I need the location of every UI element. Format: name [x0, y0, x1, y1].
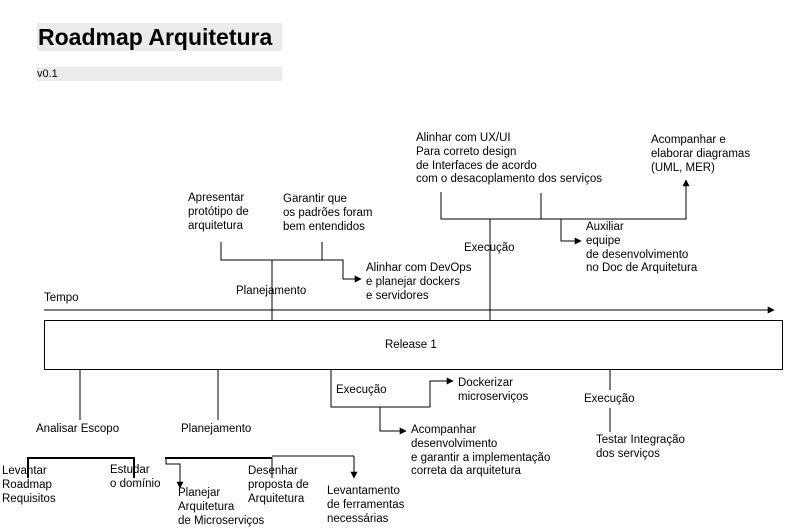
item-testar-integracao: Testar Integração dos serviços — [596, 434, 685, 460]
analisar-escopo-label: Analisar Escopo — [36, 423, 120, 435]
page-title: Roadmap Arquitetura — [38, 24, 273, 50]
upper-planejamento-bracket — [220, 242, 323, 261]
item-alinhar-devops: Alinhar com DevOps e planejar dockers e … — [366, 262, 472, 302]
item-acompanhar-diagramas: Acompanhar e elaborar diagramas (UML, ME… — [651, 134, 751, 174]
lower-execucao1-stem — [330, 370, 454, 408]
upper-execucao-label: Execução — [464, 242, 515, 254]
item-acompanhar-desenvolvimento: Acompanhar desenvolvimento e garantir a … — [411, 424, 551, 478]
version-label: v0.1 — [37, 68, 58, 80]
lower-execucao1-label: Execução — [336, 384, 387, 396]
item-levantamento-ferramentas: Levantamento de ferramentas necessárias — [327, 485, 405, 525]
item-garantir-padroes: Garantir que os padrões foram bem entend… — [283, 193, 373, 233]
title-background — [37, 23, 282, 51]
item-alinhar-ux: Alinhar com UX/UI Para correto design de… — [416, 132, 603, 186]
tempo-label: Tempo — [44, 292, 79, 304]
release-box — [44, 320, 783, 370]
item-levantar-requisitos: Levantar Roadmap Requisitos — [2, 465, 56, 505]
diagramas-connector — [541, 179, 690, 220]
upper-execucao-bracket — [440, 192, 542, 220]
release-label: Release 1 — [385, 339, 437, 351]
lower-planejamento-label: Planejamento — [181, 423, 252, 435]
devops-connector — [322, 259, 362, 283]
lower-execucao2-label: Execução — [584, 393, 635, 405]
planejar-connector — [165, 457, 184, 489]
auxiliar-connector — [560, 219, 582, 245]
acompanhar-connector — [379, 407, 407, 435]
item-desenhar-proposta: Desenhar proposta de Arquitetura — [248, 465, 309, 505]
item-estudar-dominio: Estudar o domínio — [110, 464, 161, 490]
item-auxiliar-equipe: Auxiliar equipe de desenvolvimento no Do… — [586, 221, 698, 275]
item-dockerizar: Dockerizar microserviços — [458, 377, 529, 403]
version-background — [37, 67, 282, 81]
item-planejar-arquitetura: Planejar Arquitetura de Microserviços — [178, 487, 265, 527]
upper-planejamento-label: Planejamento — [236, 285, 307, 297]
item-apresentar-prototipo: Apresentar protótipo de arquitetura — [188, 192, 249, 232]
analisar-bracket — [27, 457, 135, 478]
